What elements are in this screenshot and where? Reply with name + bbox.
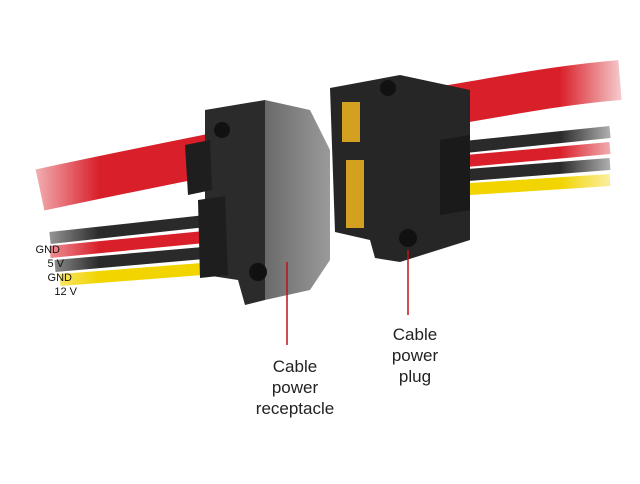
callout-line: power (391, 346, 439, 365)
callout-line: receptacle (255, 399, 335, 418)
callout-line: Cable (392, 325, 438, 344)
gold-pins (342, 102, 364, 228)
callout-line: plug (398, 367, 432, 386)
callout-line: Cable (272, 357, 318, 376)
callout-plug: Cable power plug (365, 324, 465, 387)
wire-label-12v: 12 V (54, 286, 77, 298)
right-cables (440, 50, 640, 210)
callout-line: power (271, 378, 319, 397)
wire-label-gnd-2: GND (47, 272, 72, 284)
callout-receptacle: Cable power receptacle (235, 356, 355, 419)
cable-power-plug (330, 75, 470, 262)
wire-label-5v: 5 V (47, 258, 64, 270)
cable-power-receptacle (185, 100, 330, 305)
wire-label-gnd-1: GND (35, 244, 60, 256)
